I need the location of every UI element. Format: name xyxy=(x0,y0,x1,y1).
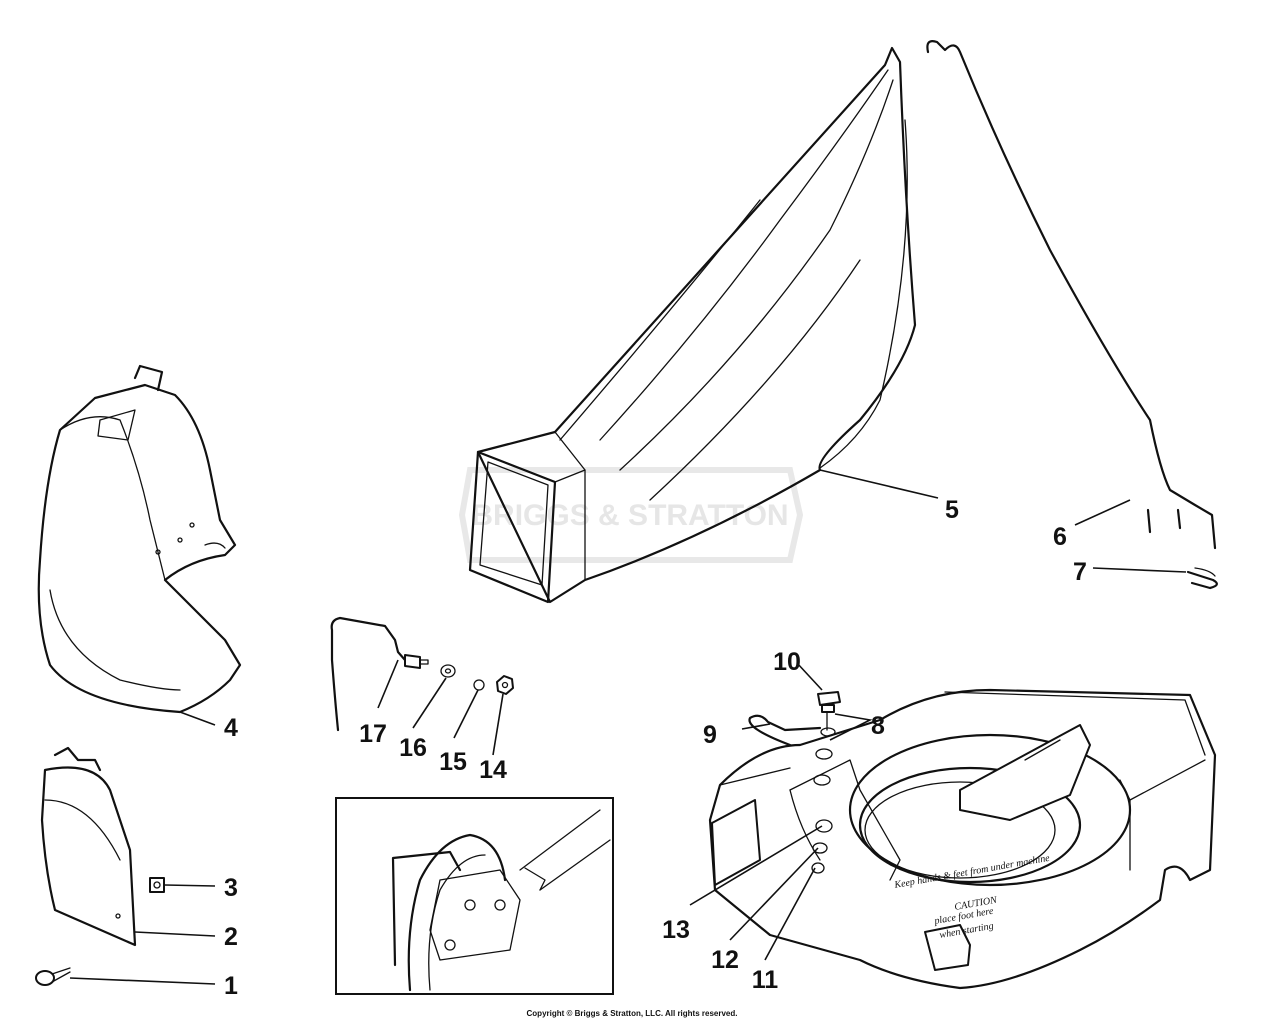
callout-3: 3 xyxy=(224,874,238,902)
callout-4: 4 xyxy=(224,714,238,742)
callout-numbers: 1 2 3 4 5 6 7 8 9 10 11 12 13 14 15 16 1… xyxy=(224,496,1087,1000)
discharge-chute xyxy=(37,364,242,714)
callout-17: 17 xyxy=(359,720,387,748)
callout-14: 14 xyxy=(479,756,507,784)
callout-1: 1 xyxy=(224,972,238,1000)
callout-7: 7 xyxy=(1073,558,1087,586)
callout-9: 9 xyxy=(703,721,717,749)
callout-6: 6 xyxy=(1053,523,1067,551)
bracket-wire xyxy=(330,616,429,732)
hairpin-clip xyxy=(1186,567,1218,590)
watermark-text: BRIGGS & STRATTON xyxy=(471,499,788,532)
grass-bag xyxy=(468,46,917,604)
deck-hardware xyxy=(748,691,841,874)
leader-lines xyxy=(69,469,1187,985)
callout-13: 13 xyxy=(662,916,690,944)
chute-plate xyxy=(40,746,137,947)
callout-2: 2 xyxy=(224,923,238,951)
hex-nut xyxy=(496,675,514,695)
mower-deck: Keep hands & feet from under machine CAU… xyxy=(708,688,1217,990)
callout-10: 10 xyxy=(773,648,801,676)
callout-16: 16 xyxy=(399,734,427,762)
callout-12: 12 xyxy=(711,946,739,974)
callout-15: 15 xyxy=(439,748,467,776)
inset-detail xyxy=(335,797,614,995)
watermark: BRIGGS & STRATTON xyxy=(458,467,804,563)
callout-5: 5 xyxy=(945,496,959,524)
callout-11: 11 xyxy=(752,966,779,994)
lock-washer xyxy=(473,679,485,691)
screw xyxy=(35,967,71,986)
bag-frame-wire xyxy=(926,40,1217,550)
callout-8: 8 xyxy=(871,712,885,740)
flat-washer xyxy=(440,664,456,678)
copyright-notice: Copyright © Briggs & Stratton, LLC. All … xyxy=(526,1009,738,1018)
square-nut xyxy=(149,877,165,893)
